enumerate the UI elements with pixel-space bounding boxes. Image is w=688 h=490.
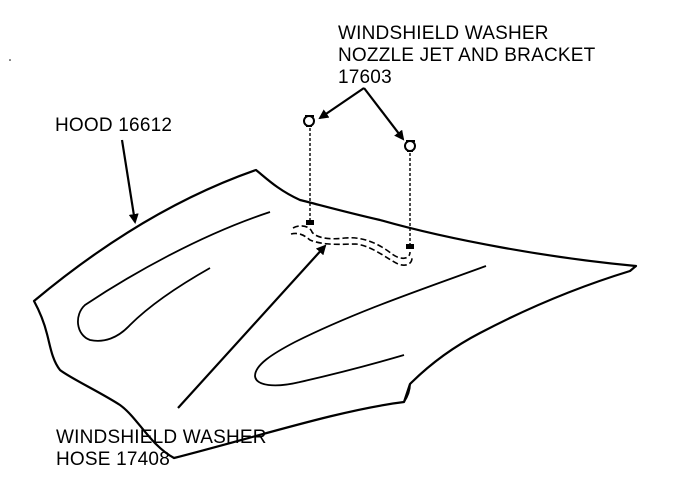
washer-hose-callout-line2: HOSE 17408 xyxy=(56,449,170,470)
nozzle-jet-callout-line3: 17603 xyxy=(338,67,392,88)
hood-callout-line1: HOOD 16612 xyxy=(55,115,173,136)
washer-hose-callout: WINDSHIELD WASHER HOSE 17408 xyxy=(56,427,267,471)
nozzle-jet-callout-line2: NOZZLE JET AND BRACKET xyxy=(338,45,596,66)
right-nozzle-jet xyxy=(404,140,416,249)
hood-left-contour xyxy=(77,211,271,342)
hood-leader xyxy=(120,139,139,224)
hood-front-edge xyxy=(403,383,411,403)
washer-hose-inner xyxy=(290,232,413,266)
hood-callout: HOOD 16612 xyxy=(55,115,172,137)
nozzle-leader-right xyxy=(363,87,405,141)
scan-speck xyxy=(9,59,11,61)
left-nozzle-jet xyxy=(303,115,315,225)
washer-hose xyxy=(292,225,411,260)
hood-outline xyxy=(32,168,638,460)
washer-hose-callout-line1: WINDSHIELD WASHER xyxy=(56,427,267,448)
hood-right-contour xyxy=(254,265,487,387)
nozzle-jet-callout-line1: WINDSHIELD WASHER xyxy=(338,23,549,44)
nozzle-leader-left xyxy=(318,87,365,120)
nozzle-jet-callout: WINDSHIELD WASHER NOZZLE JET AND BRACKET… xyxy=(338,23,595,89)
hose-leader xyxy=(177,244,327,409)
